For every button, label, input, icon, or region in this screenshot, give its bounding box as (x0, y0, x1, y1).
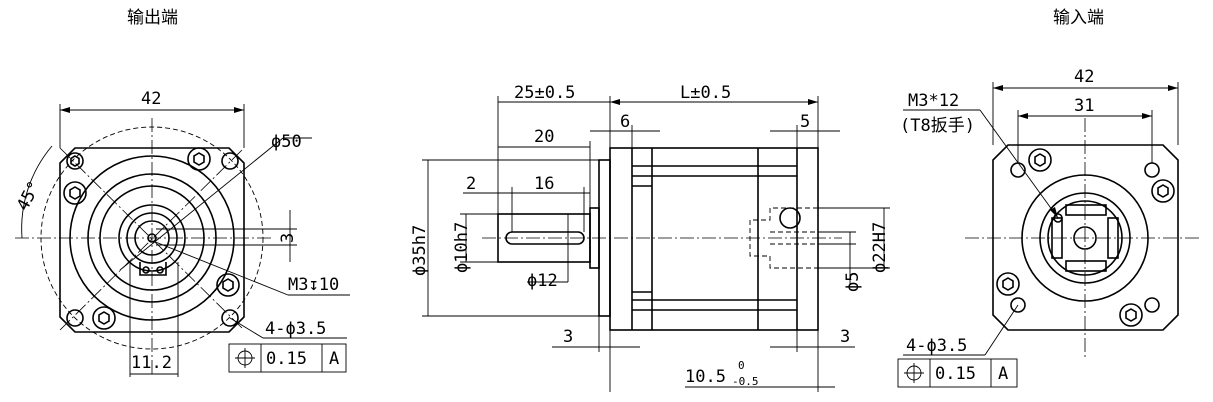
side-dim-2: 2 (466, 174, 476, 194)
output-circle-dim: ϕ50 (271, 132, 302, 152)
output-holes-dim: 4-ϕ3.5 (265, 319, 326, 339)
output-view-title: 输出端 (127, 8, 178, 28)
side-dim-5: 5 (800, 112, 810, 132)
input-holes-dim: 4-ϕ3.5 (906, 336, 967, 356)
side-input-shaft: ϕ5 (843, 272, 863, 292)
side-depth-up: 0 (738, 359, 745, 372)
output-mount-holes (63, 147, 240, 330)
side-dim-16: 16 (534, 174, 554, 194)
output-end-view: 42 45° ϕ50 3 M3↧10 11.2 4-ϕ3.5 0.15 A (13, 89, 350, 377)
output-tol-value: 0.15 (266, 349, 307, 369)
side-shaft-dia: ϕ10h7 (452, 222, 472, 273)
side-depth-low: -0.5 (732, 375, 759, 388)
output-offset-dim: 11.2 (131, 353, 172, 373)
input-screw-label: M3*12 (908, 91, 959, 111)
side-dim-6: 6 (620, 112, 630, 132)
input-width-dim: 42 (1074, 67, 1094, 87)
side-key-dia: ϕ12 (527, 271, 558, 291)
input-tol-value: 0.15 (935, 364, 976, 384)
input-end-view: 42 31 M3*12 (T8扳手) 4-ϕ3.5 0.15 A (897, 67, 1200, 388)
output-flange (59, 147, 245, 333)
side-shaft-20: 20 (534, 127, 554, 147)
side-dim-3b: 3 (840, 327, 850, 347)
side-view: 25±0.5 L±0.5 20 6 5 2 16 ϕ35h7 ϕ1 (410, 83, 890, 392)
output-width-dim: 42 (141, 89, 161, 109)
input-flange (992, 144, 1179, 331)
side-depth-base: 10.5 (685, 367, 726, 387)
output-tol-datum: A (329, 349, 339, 369)
side-pilot-dia: ϕ35h7 (410, 225, 430, 276)
side-dim-3a: 3 (563, 327, 573, 347)
side-shaft-len: 25±0.5 (514, 83, 575, 103)
side-input-bore: ϕ22H7 (870, 222, 890, 273)
input-tol-datum: A (998, 364, 1008, 384)
output-thread-dim: M3↧10 (288, 275, 339, 295)
output-key-dim: 3 (278, 233, 298, 243)
input-mount-holes (996, 148, 1175, 327)
input-wrench-label: (T8扳手) (900, 116, 975, 136)
input-view-title: 输入端 (1053, 8, 1104, 28)
side-body-len: L±0.5 (680, 83, 731, 103)
output-angle-dim: 45° (13, 178, 45, 215)
input-pcd-dim: 31 (1074, 96, 1094, 116)
